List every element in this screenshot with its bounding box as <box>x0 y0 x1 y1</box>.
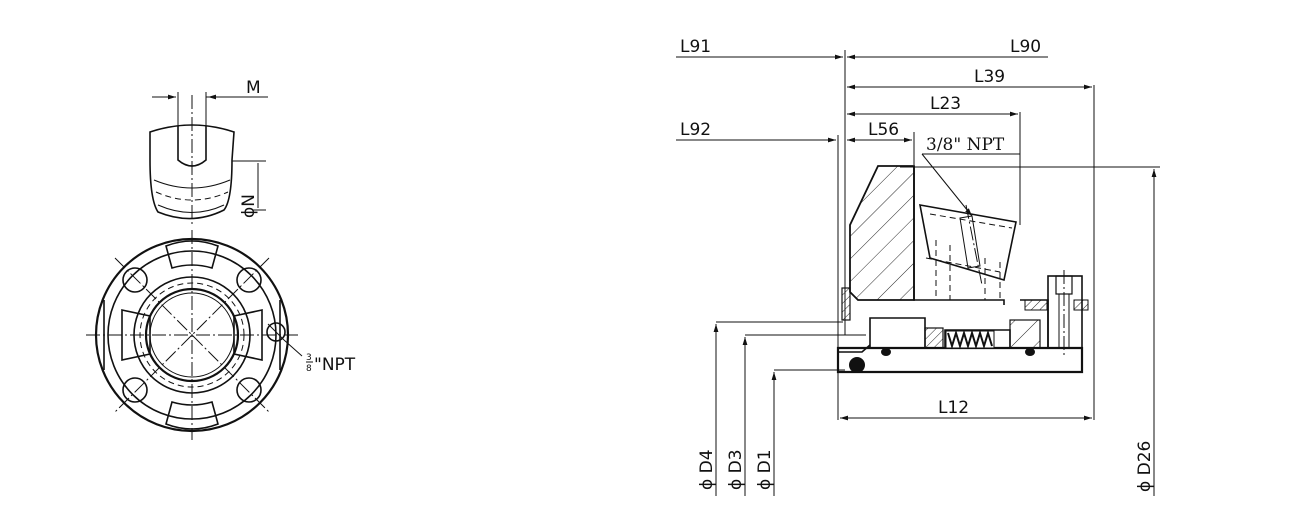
slot-bottom-left <box>122 377 148 403</box>
dim-l91: L91 <box>680 37 711 57</box>
dim-l90: L90 <box>1010 37 1041 57</box>
label-m: M <box>246 78 261 98</box>
dim-l92: L92 <box>680 120 711 140</box>
label-npt-numerator: 3 <box>306 353 312 363</box>
gland-body <box>849 165 915 301</box>
slot-bottom-right <box>236 377 262 403</box>
dim-l23: L23 <box>930 94 961 114</box>
dim-phi-d4: ϕ D4 <box>697 449 717 490</box>
slot-top-left <box>122 267 148 293</box>
dim-l56: L56 <box>868 120 899 140</box>
dim-l39: L39 <box>974 67 1005 87</box>
label-phi-n: ϕN <box>239 194 259 218</box>
spring-pack <box>945 329 995 350</box>
label-npt-denominator: 8 <box>306 364 312 374</box>
label-npt: 3/8" NPT <box>926 135 1005 155</box>
right-section-view: L91 L90 L39 L23 L92 L56 3/8" NPT <box>676 37 1160 496</box>
slot-top-right <box>236 267 262 293</box>
dim-phi-d1: ϕ D1 <box>755 449 775 490</box>
dim-phi-d26: ϕ D26 <box>1135 441 1155 492</box>
gasket <box>841 287 851 321</box>
left-top-detail: M ϕN <box>149 78 268 225</box>
dim-phi-d3: ϕ D3 <box>726 449 746 490</box>
left-front-view: 3 8 "NPT <box>86 230 356 440</box>
label-npt-text: "NPT <box>314 355 356 375</box>
o-ring <box>849 357 865 373</box>
dim-l12: L12 <box>938 398 969 418</box>
